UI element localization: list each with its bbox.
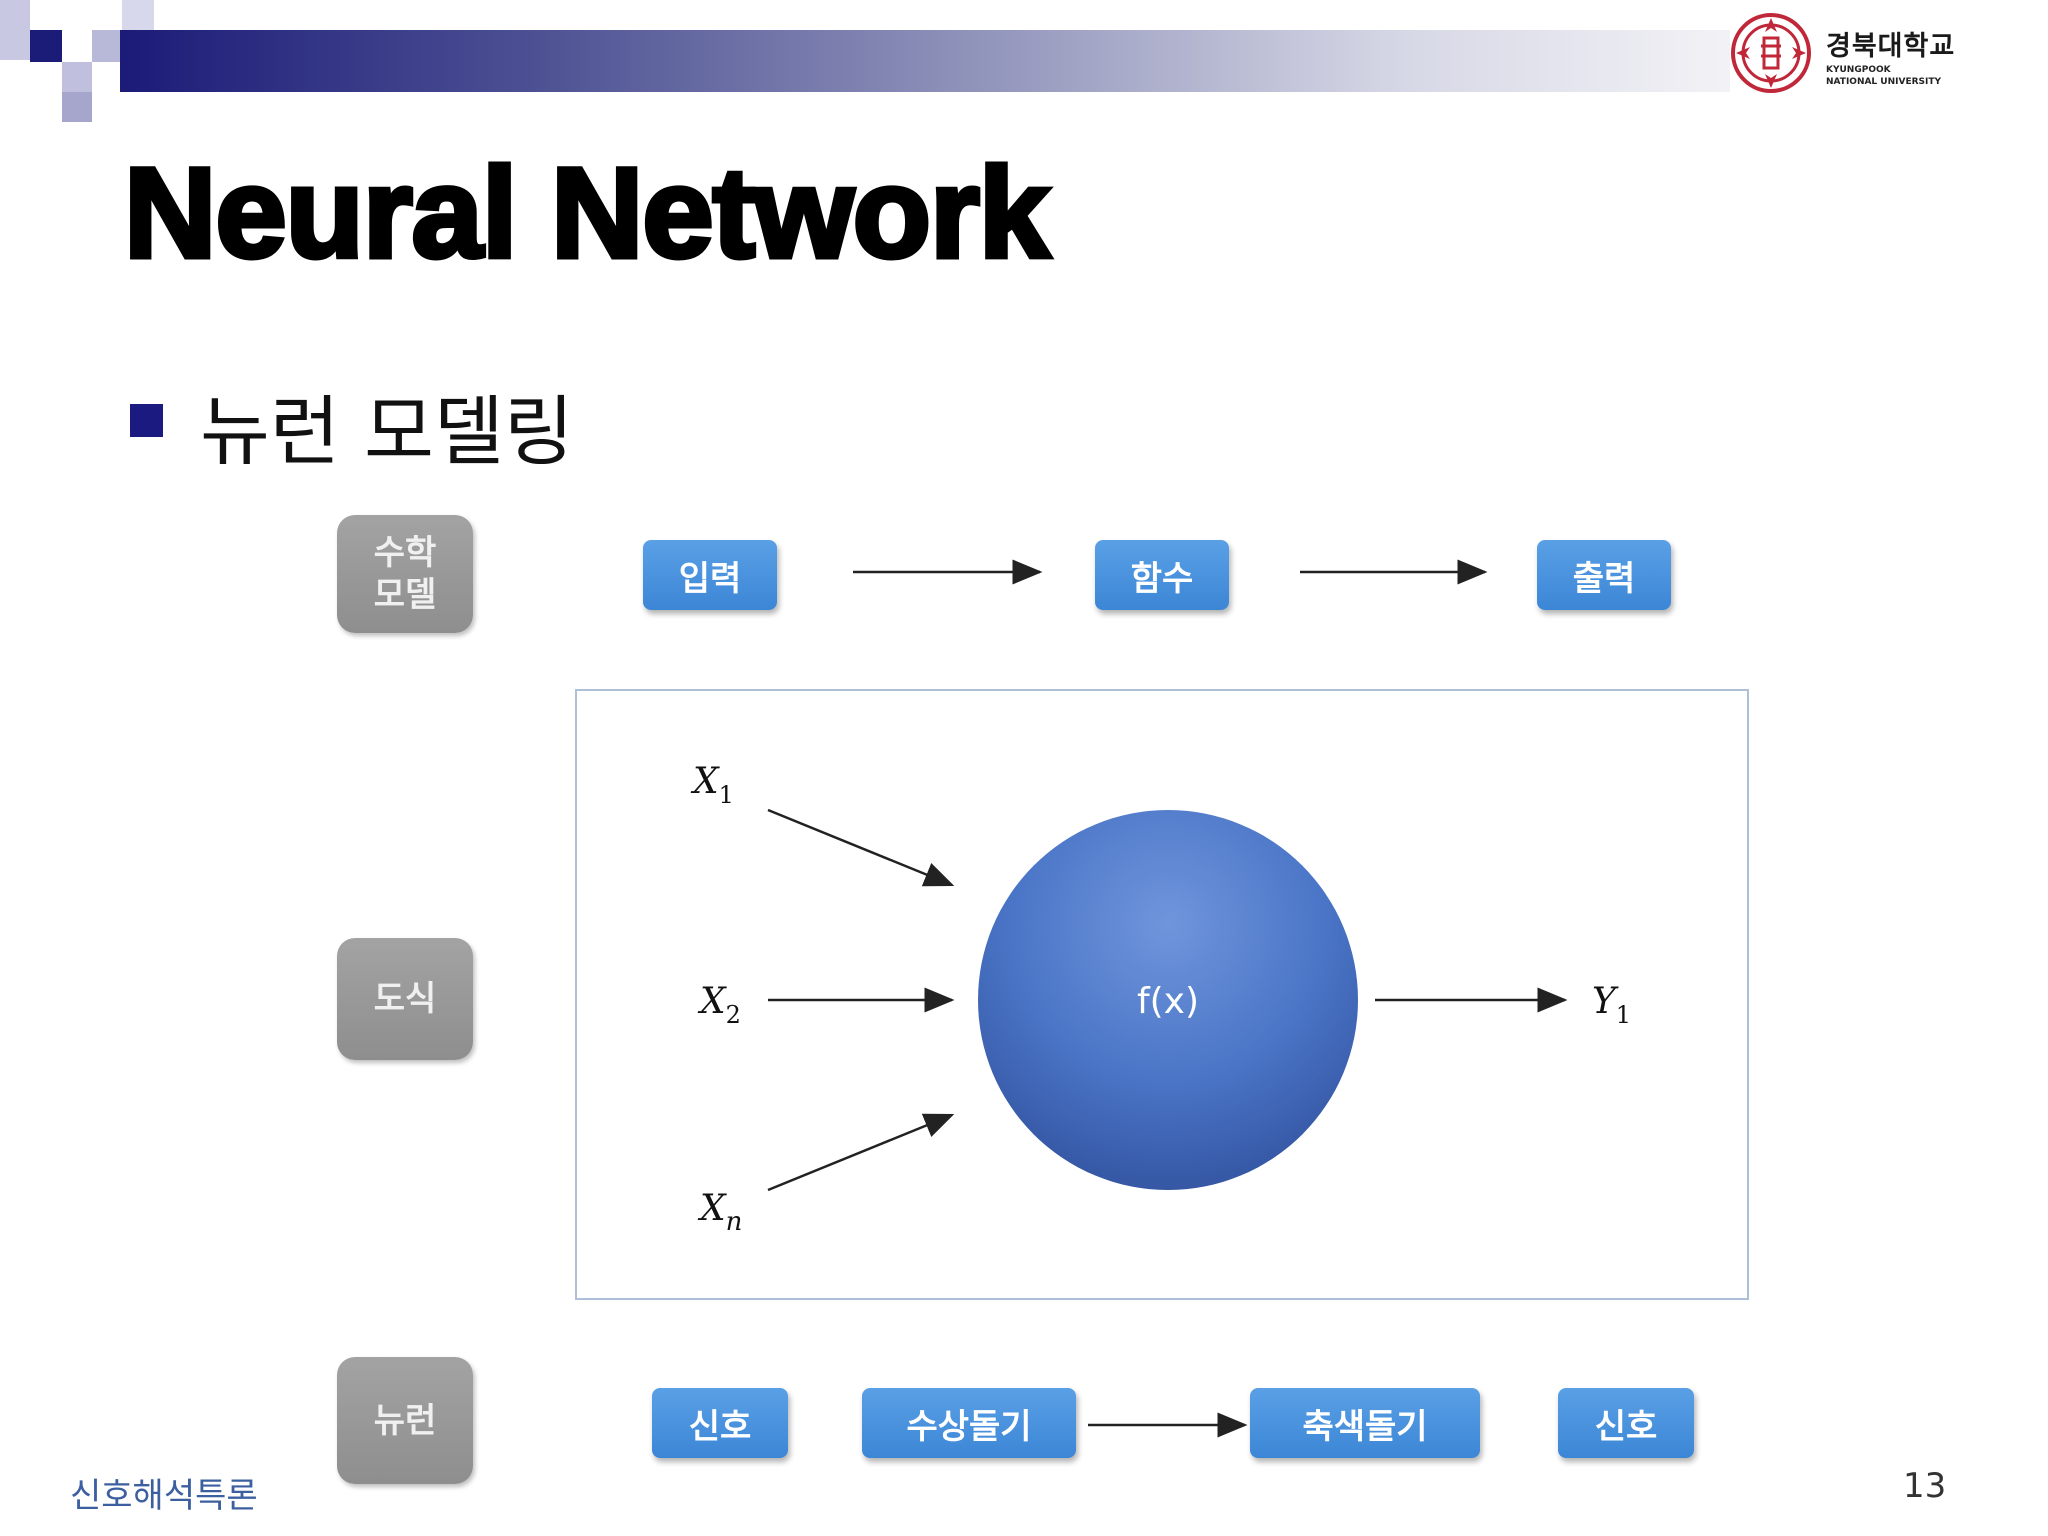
header-gradient-bar xyxy=(120,30,1730,92)
university-logo: 경북대학교 KYUNGPOOK NATIONAL UNIVERSITY xyxy=(1728,8,1978,98)
row-label-neuron: 뉴런 xyxy=(337,1357,473,1484)
footer-course-name: 신호해석특론 xyxy=(70,1476,258,1516)
logo-korean-name: 경북대학교 xyxy=(1826,31,1956,62)
page-number: 13 xyxy=(1903,1466,1947,1506)
signal-out-box: 신호 xyxy=(1558,1388,1694,1458)
logo-english-name: KYUNGPOOK NATIONAL UNIVERSITY xyxy=(1826,64,1941,88)
input-x2-sub: 2 xyxy=(726,1001,741,1029)
decor-square xyxy=(62,92,92,122)
output-box: 출력 xyxy=(1537,540,1671,610)
input-xn-label: Xn xyxy=(697,1188,742,1237)
output-y1-sub: 1 xyxy=(1616,1001,1631,1029)
output-y1-label: Y1 xyxy=(1592,981,1631,1029)
input-x1-var: X xyxy=(690,761,720,802)
bullet-text: 뉴런 모델링 xyxy=(200,387,574,476)
decor-square xyxy=(30,30,62,62)
slide-title: Neural Network xyxy=(122,140,1053,288)
input-x1-label: X1 xyxy=(690,761,734,809)
decor-square xyxy=(122,0,154,30)
input-xn-sub: n xyxy=(726,1207,743,1237)
bullet-square-icon xyxy=(130,404,163,437)
university-seal-icon xyxy=(1731,13,1811,93)
axon-box: 축색돌기 xyxy=(1250,1388,1480,1458)
decor-square xyxy=(62,62,92,92)
neuron-circle xyxy=(978,810,1358,1190)
row-label-diagram: 도식 xyxy=(337,938,473,1060)
logo-english-line2: NATIONAL UNIVERSITY xyxy=(1826,77,1942,87)
logo-english-line1: KYUNGPOOK xyxy=(1826,65,1891,75)
function-box: 함수 xyxy=(1095,540,1229,610)
output-y1-var: Y xyxy=(1592,981,1619,1022)
input-x2-label: X2 xyxy=(697,981,741,1029)
input-x2-var: X xyxy=(697,981,727,1022)
neuron-function-label: f(x) xyxy=(1137,981,1199,1022)
row-label-math-model: 수학 모델 xyxy=(337,515,473,633)
input-xn-var: X xyxy=(697,1188,727,1229)
input-x1-sub: 1 xyxy=(719,781,734,809)
dendrite-box: 수상돌기 xyxy=(862,1388,1076,1458)
input-box: 입력 xyxy=(643,540,777,610)
decor-square xyxy=(0,0,30,60)
arrow-x1-to-neuron xyxy=(767,808,955,887)
signal-in-box: 신호 xyxy=(652,1388,788,1458)
arrow-xn-to-neuron xyxy=(767,1113,955,1192)
